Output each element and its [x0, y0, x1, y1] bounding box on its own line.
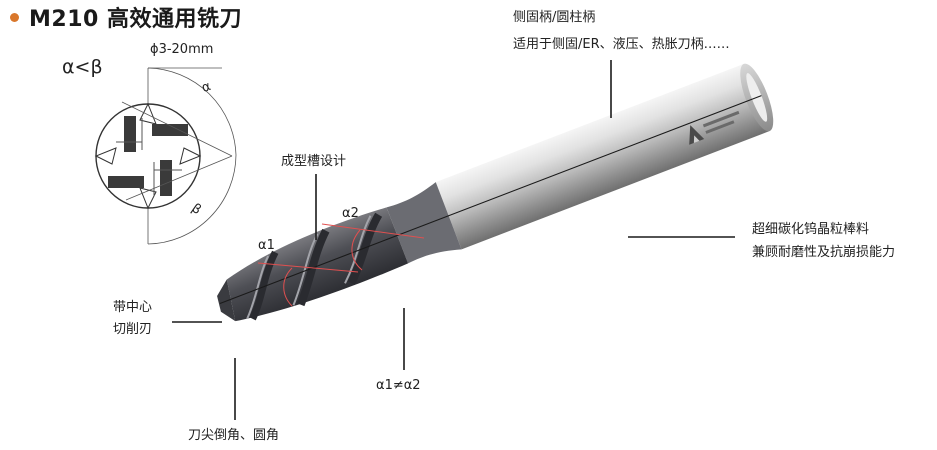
- brand-logo-icon: [689, 110, 740, 145]
- alpha-neq-label: α1≠α2: [376, 378, 421, 393]
- material-line1-label: 超细碳化钨晶粒棒料: [752, 222, 870, 237]
- cross-section-diagram: [94, 67, 237, 245]
- shank-desc-label: 适用于侧固/ER、液压、热胀刀柄……: [513, 37, 730, 52]
- center-line2-label: 切削刃: [113, 322, 153, 337]
- center-line1-label: 带中心: [113, 300, 153, 315]
- alpha1-mark: [257, 262, 359, 307]
- shank-title-label: 侧固柄/圆柱柄: [513, 10, 596, 25]
- page-title-row: M210 高效通用铣刀: [10, 2, 242, 32]
- page-title: M210 高效通用铣刀: [29, 7, 242, 32]
- diameter-range-label: ϕ3-20mm: [150, 42, 214, 57]
- tip-corner-label: 刀尖倒角、圆角: [188, 428, 280, 443]
- alpha1-label: α1: [258, 238, 275, 253]
- alpha2-mark: [321, 223, 425, 271]
- form-groove-label: 成型槽设计: [281, 154, 347, 169]
- alpha2-label: α2: [342, 206, 359, 221]
- alpha-beta-relation: α<β: [62, 56, 103, 78]
- material-line2-label: 兼顾耐磨性及抗崩损能力: [752, 245, 896, 260]
- end-mill-tool: [217, 63, 774, 322]
- bullet-dot-icon: [10, 12, 19, 22]
